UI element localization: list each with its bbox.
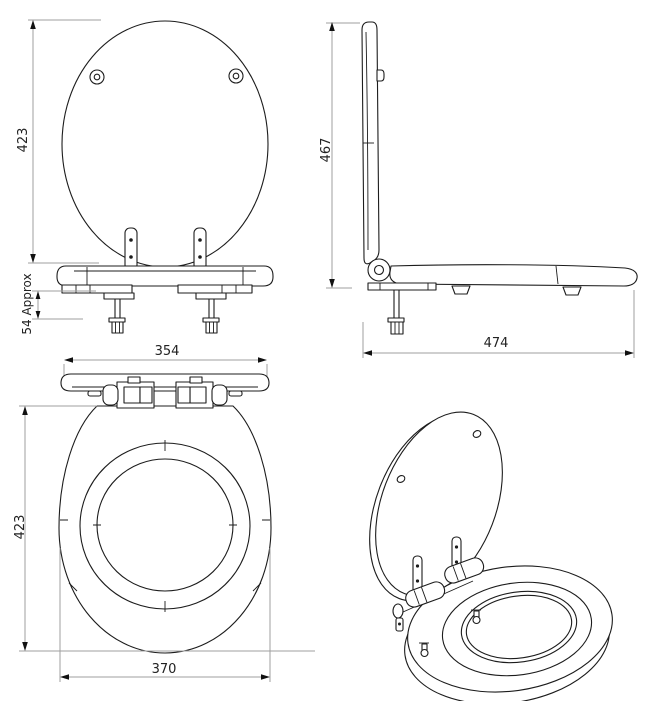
lid-screw-hole-right [228,68,244,84]
front-seat-profile [56,265,274,287]
dim-label-front-height: 423 [16,127,31,153]
side-fixing-hardware [367,282,437,335]
top-seat-ring [58,405,272,654]
side-depth-dimension [362,290,635,358]
dim-label-hinge-bar-width: 354 [154,344,180,359]
perspective-bumpers [419,609,481,658]
front-fixing-hardware [61,284,253,300]
top-lid-edge [60,373,270,397]
top-hinge-blocks [102,376,228,409]
lid-screw-hole-left [89,69,105,85]
front-lid [61,20,269,268]
perspective-seat-ring [404,565,613,701]
top-view [19,357,315,682]
hinge-bar-width-dimension [63,357,268,377]
front-hinge-posts [124,227,207,271]
side-view [326,21,638,358]
side-height-dimension [326,22,360,289]
side-lid [361,21,385,265]
perspective-hinge-assembly [392,536,485,632]
dim-label-seat-width: 370 [151,662,177,677]
front-fixing-bolts [108,298,220,334]
perspective-lid-hole-right [472,430,482,438]
bolt-drop-dimension [32,290,96,320]
front-view [28,19,274,334]
perspective-lid [375,411,503,597]
perspective-view [369,411,613,701]
seat-width-dimension [59,548,271,682]
front-height-dimension [28,19,101,264]
side-hinge-pivot [367,258,391,282]
dim-label-seat-depth: 423 [13,514,28,540]
dim-label-bolt-drop: 54 Approx [20,273,34,335]
dim-label-side-depth: 474 [483,336,509,351]
dim-label-side-height: 467 [319,137,334,163]
seat-depth-dimension [19,405,315,652]
perspective-lid-hole-left [396,475,406,483]
